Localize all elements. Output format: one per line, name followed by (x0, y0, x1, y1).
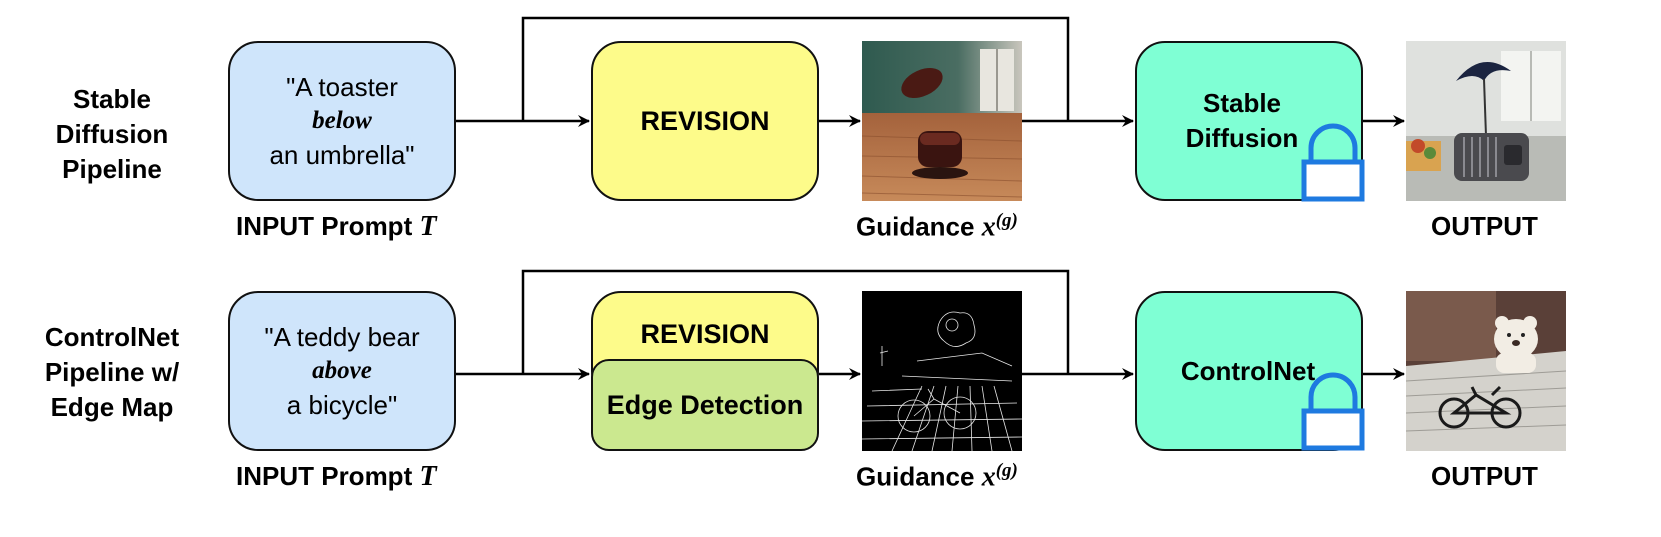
guidance-caption: Guidance x(g) (856, 460, 1018, 493)
lock-icon (1301, 123, 1365, 202)
prompt-line: "A teddy bear (264, 322, 420, 352)
revision-label: REVISION (640, 105, 770, 136)
prompt-line: "A toaster (286, 72, 398, 102)
prompt-relation: above (312, 357, 372, 384)
output-image (1406, 41, 1566, 201)
lock-icon (1301, 372, 1365, 451)
input-prompt-box: "A teddy bear above a bicycle" (228, 291, 456, 451)
guidance-caption: Guidance x(g) (856, 210, 1018, 243)
output-caption: OUTPUT (1431, 461, 1538, 491)
edge-detection-label: Edge Detection (606, 389, 804, 420)
edge-detection-box: Edge Detection (591, 359, 819, 451)
output-image (1406, 291, 1566, 451)
model-label-line: Stable (1202, 88, 1282, 118)
row-label-line: ControlNet (44, 322, 180, 352)
model-label-line: ControlNet (1180, 355, 1316, 386)
input-prompt-box: "A toaster below an umbrella" (228, 41, 456, 201)
prompt-line: a bicycle" (286, 390, 398, 420)
row-label-line: Edge Map (50, 392, 174, 422)
prompt-relation: below (312, 107, 372, 134)
input-caption: INPUT Prompt T (236, 461, 437, 492)
input-caption: INPUT Prompt T (236, 211, 437, 242)
output-caption: OUTPUT (1431, 211, 1538, 241)
row-label-line: Diffusion (55, 119, 169, 149)
model-label-line: Diffusion (1185, 123, 1299, 153)
row-label-line: Pipeline (62, 154, 162, 184)
row-label-controlnet: ControlNet Pipeline w/ Edge Map (2, 320, 222, 425)
bypass-connector (521, 269, 1070, 374)
revision-label: REVISION (640, 319, 770, 349)
row-label-line: Pipeline w/ (44, 357, 180, 387)
guidance-image (862, 291, 1022, 451)
bypass-connector (521, 16, 1070, 121)
guidance-image (862, 41, 1022, 201)
row-label-stable-diffusion: Stable Diffusion Pipeline (2, 82, 222, 187)
prompt-line: an umbrella" (269, 140, 415, 170)
row-label-line: Stable (72, 84, 152, 114)
revision-box: REVISION (591, 41, 819, 201)
